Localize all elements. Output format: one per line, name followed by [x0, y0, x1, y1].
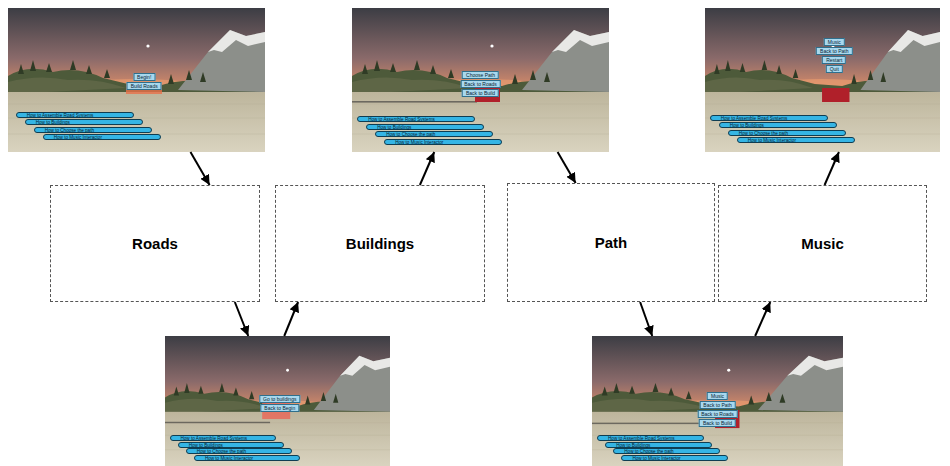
tutorial-bar: How to Assemble Road Systems — [597, 435, 704, 441]
menu-button: Back to Begin — [260, 404, 299, 412]
scene-screenshot: MusicBack to PathBack to RoadsBack to Bu… — [592, 336, 843, 466]
menu-button: Back to Roads — [697, 410, 738, 418]
tutorial-bar: How to Choose the path — [728, 130, 846, 136]
scene-menu: Begin!Build Roads — [127, 73, 162, 91]
tutorial-bar: How to Choose the path — [375, 131, 493, 137]
scene-menu: MusicBack to PathBack to RoadsBack to Bu… — [697, 392, 738, 428]
menu-button: Build Roads — [127, 82, 162, 90]
scene-menu: Choose PathBack to RoadsBack to Build — [460, 71, 501, 98]
tutorial-bar: How to Buildings — [25, 119, 143, 125]
tutorial-bar: How to Assemble Road Systems — [357, 116, 475, 122]
menu-button: Restart — [822, 56, 846, 64]
flow-arrow — [558, 152, 576, 183]
tutorial-bar: How to Buildings — [178, 442, 285, 448]
menu-button: Choose Path — [462, 71, 499, 79]
scene-screenshot: Go to buildingsBack to BeginHow to Assem… — [165, 336, 390, 466]
tutorial-bar: How to Choose the path — [613, 448, 720, 454]
stage-box: Roads — [50, 185, 260, 302]
flow-arrow — [825, 152, 839, 185]
menu-button: Go to buildings — [259, 395, 300, 403]
tutorial-bar: How to Assemble Road Systems — [710, 115, 828, 121]
menu-button: Back to Path — [699, 401, 735, 409]
flow-arrow — [755, 302, 770, 336]
scene-screenshot: Begin!Build RoadsHow to Assemble Road Sy… — [8, 8, 265, 152]
scene-screenshot — [352, 8, 609, 152]
menu-button: Music — [707, 392, 728, 400]
tutorial-bar: How to Buildings — [366, 124, 484, 130]
tutorial-bar: How to Assemble Road Systems — [16, 112, 134, 118]
menu-button: Back to Roads — [460, 80, 501, 88]
scene-screenshot: Choose PathBack to RoadsBack to BuildHow… — [352, 8, 609, 152]
tutorial-bar: How to Choose the path — [34, 127, 152, 133]
stage-box: Path — [507, 183, 715, 302]
tutorial-bar: How to Music Interactor — [384, 139, 502, 145]
scene-screenshot — [8, 8, 265, 152]
flow-arrow — [235, 302, 248, 336]
scene-screenshot — [165, 336, 390, 466]
menu-button: Back to Build — [462, 89, 499, 97]
stage-box: Music — [718, 185, 927, 302]
scene-screenshot — [592, 336, 843, 466]
scene-menu: MusicBack to PathRestartQuit — [816, 38, 852, 74]
flow-arrow — [420, 152, 434, 185]
tutorial-bar: How to Music Interactor — [43, 134, 161, 140]
tutorial-bar: How to Music Interactor — [737, 137, 855, 143]
stage-box: Buildings — [275, 185, 485, 302]
stage-title: Buildings — [346, 235, 414, 252]
menu-button: Back to Build — [699, 419, 736, 427]
flow-arrow — [190, 152, 209, 185]
flow-arrow — [640, 302, 652, 336]
tutorial-bar: How to Music Interactor — [621, 455, 728, 461]
stage-title: Roads — [132, 235, 178, 252]
menu-button: Back to Path — [816, 47, 852, 55]
scene-menu: Go to buildingsBack to Begin — [259, 395, 300, 413]
menu-button: Music — [824, 38, 845, 46]
menu-button: Quit — [826, 65, 843, 73]
stage-title: Music — [801, 235, 844, 252]
tutorial-bar: How to Choose the path — [186, 448, 293, 454]
tutorial-bar: How to Assemble Road Systems — [170, 435, 277, 441]
stage-title: Path — [595, 234, 628, 251]
flow-arrow — [284, 302, 298, 336]
scene-screenshot — [705, 8, 940, 152]
menu-button: Begin! — [133, 73, 155, 81]
tutorial-bar: How to Music Interactor — [194, 455, 301, 461]
tutorial-bar: How to Buildings — [719, 122, 837, 128]
tutorial-bar: How to Buildings — [605, 442, 712, 448]
scene-screenshot: MusicBack to PathRestartQuitHow to Assem… — [705, 8, 940, 152]
